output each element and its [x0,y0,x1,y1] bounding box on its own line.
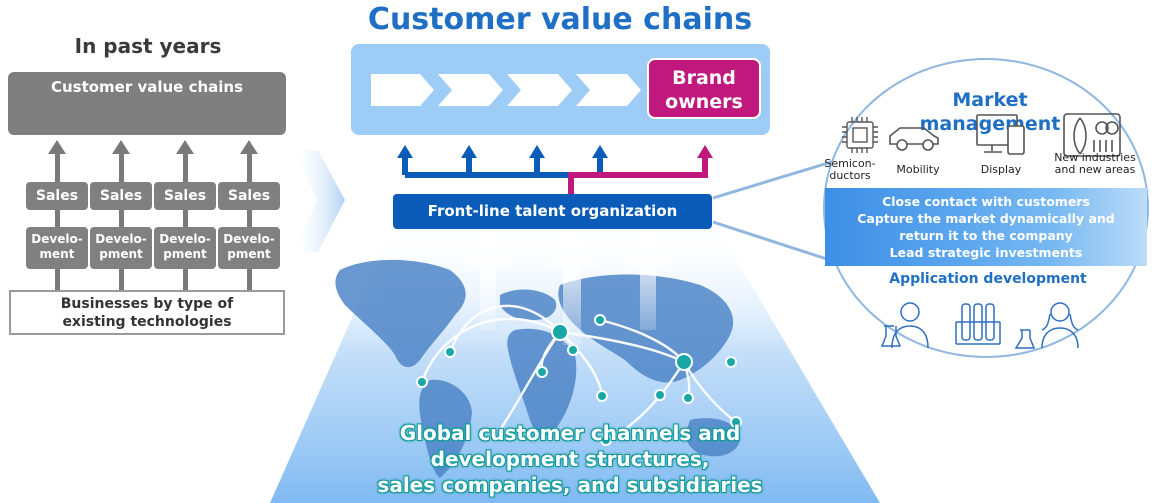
market-band-text: Close contact with customers Capture the… [830,193,1142,261]
market-band [825,188,1147,266]
food-icon [1063,113,1121,157]
past-dev-1: Develo- ment [26,227,88,269]
application-development-title: Application development [889,271,1087,287]
band-line-2: Capture the market dynamically and [857,211,1115,226]
connector-heads [397,145,713,158]
researcher-female-icon [1014,302,1079,349]
past-up-arrows [48,140,258,290]
researcher-male-icon [880,302,929,349]
test-tubes-icon [955,303,1001,345]
icon-label-semiconductors: Semicon- ductors [824,157,876,182]
application-icons [880,302,1079,349]
past-title: In past years [74,34,222,58]
callout-lines [712,158,839,264]
band-line-4: Lead strategic investments [889,245,1083,260]
front-line-talent-organization: Front-line talent organization [393,194,712,229]
past-sales-1: Sales [26,182,88,210]
up-arrows [466,234,670,345]
network-nodes [416,314,742,446]
brand-owners-box: Brand owners [647,58,761,119]
past-dev-4: Develo- pment [218,227,280,269]
past-sales-2: Sales [90,182,152,210]
band-line-1: Close contact with customers [882,194,1090,209]
global-channels-text: Global customer channels and development… [377,421,763,497]
band-line-3: return it to the company [899,228,1073,243]
icon-label-mobility: Mobility [896,163,940,176]
industry-icons [842,113,1121,157]
value-chain-chevrons [371,74,641,106]
past-chain-panel [8,72,286,135]
customer-value-chains-title: Customer value chains [367,2,753,37]
icon-label-display: Display [980,163,1022,176]
icon-label-new-industries: New industries and new areas [1054,151,1136,176]
car-icon [889,127,939,151]
past-sales-4: Sales [218,182,280,210]
connector-lines [402,158,708,194]
past-sales-3: Sales [154,182,216,210]
past-dev-2: Develo- pment [90,227,152,269]
chip-icon [842,117,878,153]
businesses-by-technology: Businesses by type of existing technolog… [9,290,285,335]
transition-chevron [292,150,345,252]
past-chain-title: Customer value chains [50,78,244,96]
market-management-title: Market management [919,89,1061,135]
past-dev-3: Develo- pment [154,227,216,269]
display-icon [976,114,1025,155]
